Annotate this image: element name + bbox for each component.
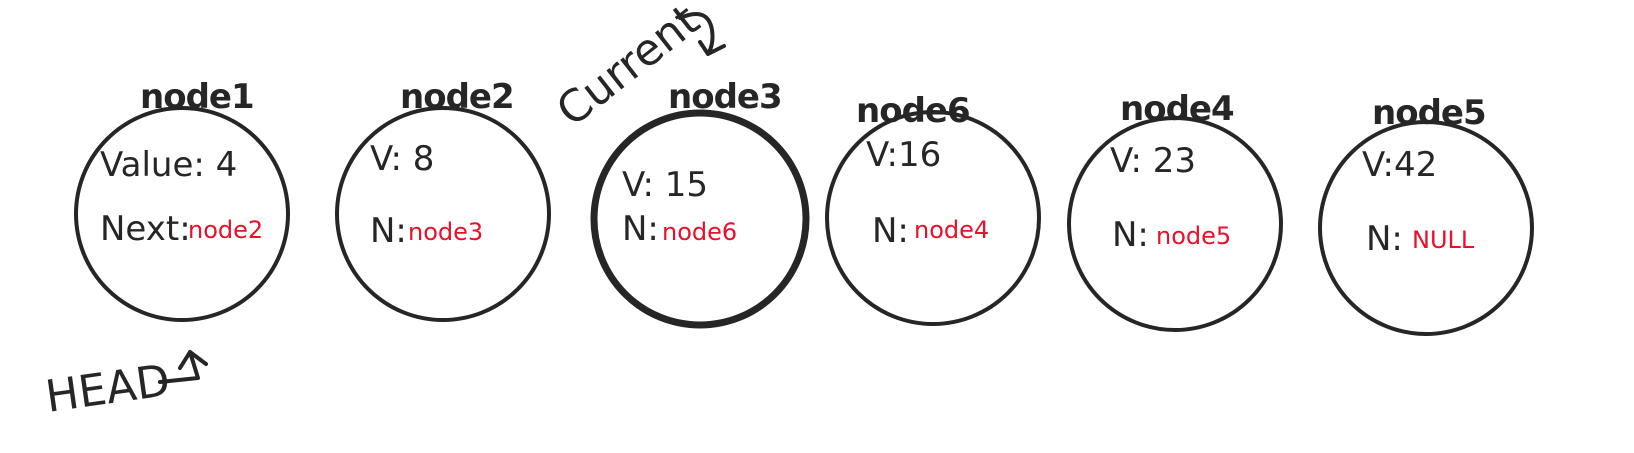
node-next-value: node4 (914, 216, 989, 244)
node-title: node5 (1372, 93, 1486, 133)
node-next-value: NULL (1412, 226, 1475, 254)
node-title: node6 (856, 91, 970, 131)
head-label: HEAD (42, 355, 173, 423)
head-pointer: HEAD (42, 350, 208, 423)
node-next-label: N: (370, 211, 407, 251)
list-node: node2 V: 8 N:node3 (335, 77, 551, 322)
head-arrow-icon (158, 350, 208, 384)
node-circle (825, 110, 1041, 326)
node-next-value: node5 (1156, 222, 1231, 250)
node-next-label: N: (1112, 215, 1149, 255)
node-next-value: node6 (662, 218, 737, 246)
node-next-label: N: (872, 211, 909, 251)
node-next-label: Next: (100, 209, 191, 249)
node-next-value: node2 (188, 216, 263, 244)
node-circle (74, 106, 290, 322)
node-title: node2 (400, 77, 514, 117)
node-title: node1 (140, 77, 254, 117)
node-next-value: node3 (408, 218, 483, 246)
node-value: V:16 (866, 135, 941, 175)
list-node: node4 V: 23 N:node5 (1067, 89, 1283, 332)
node-next-label: N: (1366, 219, 1403, 259)
node-value: V: 15 (622, 165, 708, 205)
node-value: V: 8 (370, 139, 434, 179)
node-value: V: 23 (1110, 141, 1196, 181)
node-circle (1067, 116, 1283, 332)
node-title: node4 (1120, 89, 1234, 129)
node-circle (1318, 120, 1534, 336)
node-value: Value: 4 (100, 145, 237, 185)
list-node: node3 V: 15N:node6 (590, 77, 810, 329)
node-title: node3 (668, 77, 782, 117)
node-next-label: N: (622, 209, 659, 249)
node-circle (335, 106, 551, 322)
current-arrow-icon (678, 12, 726, 56)
node-value: V:42 (1362, 145, 1437, 185)
node-circle (590, 109, 810, 329)
